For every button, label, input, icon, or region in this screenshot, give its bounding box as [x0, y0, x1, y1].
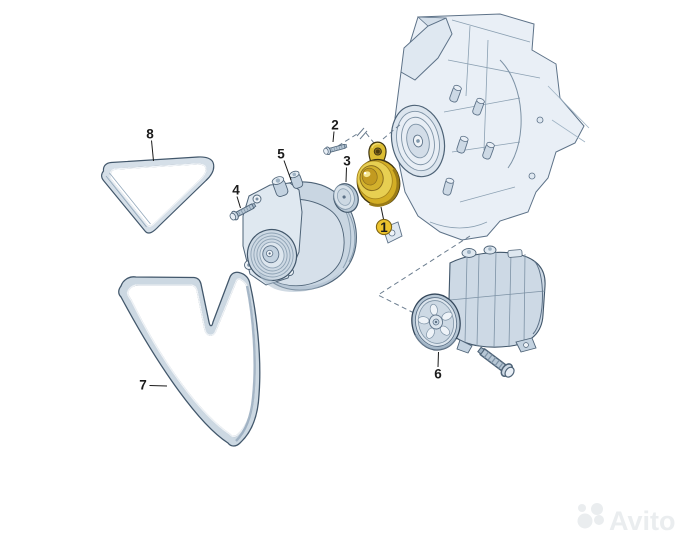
avito-watermark: Avito	[577, 503, 676, 536]
callout-4: 4	[232, 183, 240, 198]
callout-2: 2	[331, 118, 339, 133]
belt-tensioner-highlighted	[356, 141, 401, 207]
callout-5: 5	[277, 147, 285, 162]
callout-8: 8	[146, 127, 154, 142]
ribbed-belt-large	[118, 271, 261, 447]
compressor-clutch-pulley	[411, 293, 461, 351]
callout-leader-lines	[149, 131, 439, 387]
compressor-bolt	[474, 343, 518, 381]
avito-watermark-text: Avito	[609, 506, 676, 536]
callout-3: 3	[343, 154, 351, 169]
engine-block	[382, 13, 590, 244]
alternator-pulley	[246, 228, 298, 282]
ribbed-belt-small	[101, 156, 215, 234]
crank-pulley	[390, 104, 446, 178]
callout-6: 6	[434, 367, 442, 382]
callout-1: 1	[380, 220, 388, 235]
callout-7: 7	[139, 378, 147, 393]
avito-logo-icon	[577, 503, 604, 529]
callout-1-badge: 1	[375, 218, 393, 236]
alternator	[242, 170, 357, 292]
pulley-cap	[333, 183, 359, 213]
ac-compressor	[411, 245, 546, 354]
alignment-dashes	[337, 122, 471, 315]
